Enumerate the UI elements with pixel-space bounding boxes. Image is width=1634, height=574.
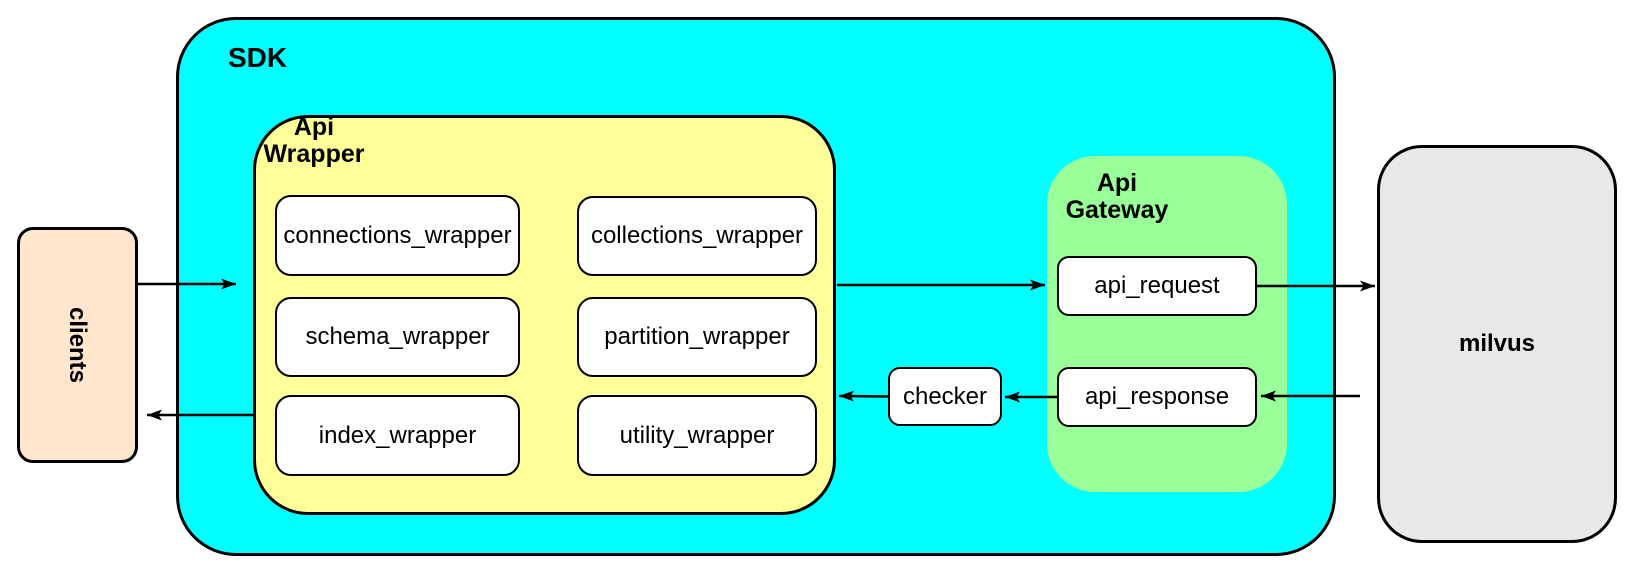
index-wrapper-node: index_wrapper — [275, 395, 520, 476]
api-wrapper-label: Api Wrapper — [254, 114, 374, 168]
collections-wrapper-node: collections_wrapper — [577, 196, 817, 276]
api-wrapper-label-line2: Wrapper — [263, 140, 365, 168]
api-wrapper-label-line1: Api — [293, 113, 335, 141]
connections-wrapper-node: connections_wrapper — [275, 195, 520, 276]
api-request-node: api_request — [1057, 256, 1257, 316]
clients-label-text: clients — [64, 306, 92, 384]
utility-wrapper-node: utility_wrapper — [577, 395, 817, 476]
api-response-node: api_response — [1057, 367, 1257, 427]
milvus-label: milvus — [1458, 330, 1536, 357]
clients-label: clients — [17, 227, 138, 463]
sdk-label: SDK — [228, 42, 288, 73]
api-gateway-label: Api Gateway — [1037, 170, 1197, 224]
partition-wrapper-node: partition_wrapper — [577, 297, 817, 377]
checker-node: checker — [888, 367, 1002, 426]
schema-wrapper-node: schema_wrapper — [275, 297, 520, 377]
milvus-node — [1377, 145, 1617, 543]
api-gateway-container — [1047, 156, 1287, 492]
api-gateway-label-line1: Api — [1096, 169, 1138, 197]
clients-node — [17, 227, 138, 463]
api-gateway-label-line2: Gateway — [1065, 196, 1169, 224]
